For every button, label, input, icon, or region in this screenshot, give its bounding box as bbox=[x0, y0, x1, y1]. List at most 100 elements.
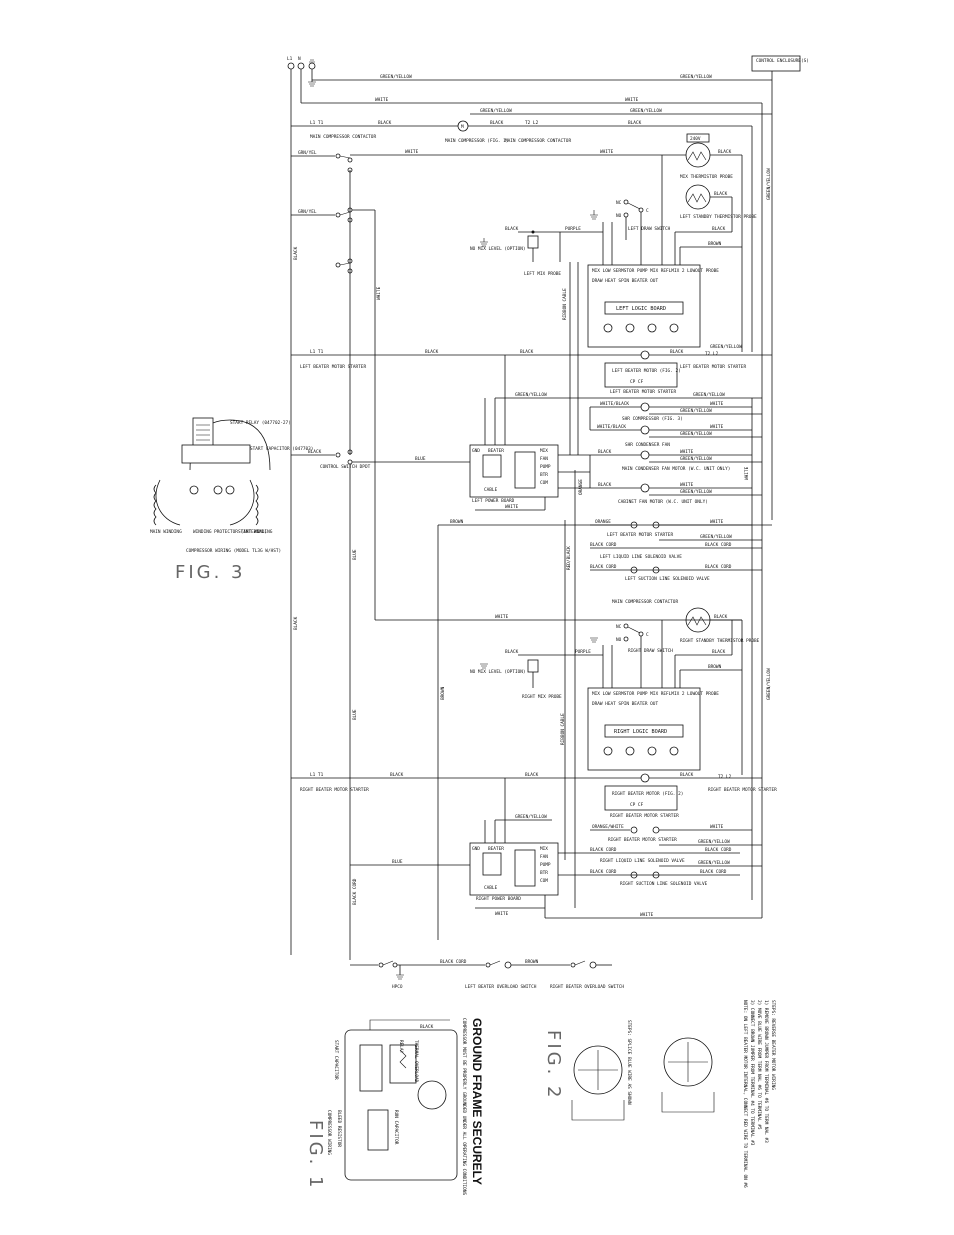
wire-label: BLUE bbox=[392, 859, 403, 865]
wire-label: BLUE bbox=[352, 709, 358, 720]
left-standby-thermistor-label: LEFT STANDBY THERMISTOR PROBE bbox=[680, 214, 757, 220]
wire-label: BLACK bbox=[378, 120, 392, 126]
wire-label: T2 L2 bbox=[718, 774, 732, 780]
wire-label: BLUE bbox=[352, 549, 358, 560]
wire-label: GREEN/YELLOW bbox=[698, 860, 730, 866]
left-standby-thermistor-icon bbox=[685, 184, 711, 210]
board-row-label: DRAW HEAT SPIN BEATER OUT bbox=[592, 278, 658, 284]
wire-label: WHITE bbox=[600, 149, 614, 155]
steps-fig2-label: STEPS: SPLICE BLUE WIRE AS SHOWN bbox=[626, 1020, 632, 1105]
wire-label: BLACK bbox=[670, 349, 684, 355]
control-enclosure bbox=[751, 55, 801, 72]
cp-cf-label: CP CF bbox=[630, 379, 644, 385]
wire-label: ORANGE bbox=[578, 479, 584, 495]
wire-label: BLACK CORD bbox=[590, 847, 617, 853]
wire-label: GREEN/YELLOW bbox=[680, 489, 712, 495]
compressor-wiring-fig1-label: COMPRESSOR WIRING bbox=[326, 1110, 332, 1155]
start-capacitor-fig1-label: START CAPACITOR bbox=[333, 1040, 339, 1080]
right-logic-board: MIX LOW SERMSTOR PUMP MIX REFLMIX 2 LOWO… bbox=[587, 687, 719, 771]
wire-label: GREEN/YELLOW bbox=[515, 392, 547, 398]
wire-label: BLACK bbox=[628, 120, 642, 126]
wire-label: GREEN/YELLOW bbox=[680, 408, 712, 414]
right-draw-switch: NC NO C RIGHT DRAW SWITCH BLACK PURPLE R… bbox=[470, 623, 673, 745]
control-switch-label: CONTROL SWITCH DPDT bbox=[320, 464, 371, 470]
wire-label: WHITE bbox=[710, 424, 724, 430]
hpco-label: HPCO bbox=[392, 984, 403, 990]
no-label: NO bbox=[616, 637, 622, 643]
left-logic-board: MIX LOW SERMSTOR PUMP MIX REFLMIX 2 LOWO… bbox=[587, 264, 719, 348]
beater-label: BEATER bbox=[488, 448, 504, 454]
right-beater-motor-starter-label-2: RIGHT BEATER MOTOR STARTER bbox=[708, 787, 777, 793]
cable-label-r: CABLE bbox=[484, 885, 498, 891]
wire-label: BLACK bbox=[718, 149, 732, 155]
wire-label: WHITE bbox=[710, 824, 724, 830]
right-power-board: GND BEATER MIX FAN PUMP BTR COM CABLE RI… bbox=[350, 842, 762, 919]
wire-label: BLACK CORD bbox=[352, 878, 358, 905]
steps-3: 3) CONNECT BROWN JUMPER FROM TERMINAL #4… bbox=[749, 1000, 755, 1146]
left-beater-motor-starter-label: LEFT BEATER MOTOR STARTER bbox=[300, 364, 366, 370]
c-label: C bbox=[646, 208, 649, 214]
wire-label: BLUE bbox=[415, 456, 426, 462]
wire-label: ORANGE bbox=[595, 519, 611, 525]
wire-label: GREEN/YELLOW bbox=[698, 839, 730, 845]
wire-label: BLACK bbox=[712, 649, 726, 655]
run-capacitor-label: RUN CAPACITOR bbox=[393, 1110, 399, 1145]
wire-label: GREEN/YELLOW bbox=[700, 534, 732, 540]
wire-label: BLACK bbox=[525, 772, 539, 778]
wire-label: GREEN/YELLOW bbox=[680, 74, 712, 80]
start-capacitor-label: START CAPACITOR (047703) bbox=[250, 446, 313, 452]
no-mix-level-label-2: NO MIX LEVEL (OPTION) bbox=[470, 669, 526, 675]
ground-warning: GROUND FRAME SECURELY COMPRESSOR MUST BE… bbox=[461, 1018, 484, 1195]
right-draw-switch-label: RIGHT DRAW SWITCH bbox=[628, 648, 673, 654]
wire-label: BLACK bbox=[308, 449, 322, 455]
left-beater-motor-label: LEFT BEATER MOTOR (FIG. 2) bbox=[612, 368, 681, 374]
right-thermistors: BLACK RIGHT STANDBY THERMISTOR PROBE BLA… bbox=[661, 607, 760, 775]
board-terminals-label-r: MIX LOW SERMSTOR PUMP MIX REFLMIX 2 LOWO… bbox=[592, 691, 719, 697]
term-fan-r: FAN bbox=[540, 854, 548, 860]
wire-label: BLACK CORD bbox=[590, 869, 617, 875]
wire-label: BLACK bbox=[712, 226, 726, 232]
fig1-label: FIG. 1 bbox=[305, 1120, 326, 1191]
relay-label: RELAY bbox=[398, 1040, 404, 1054]
ground-frame-label: GROUND FRAME SECURELY bbox=[470, 1018, 484, 1185]
left-power-board-label: LEFT POWER BOARD bbox=[472, 498, 515, 504]
wire-label: BLACK bbox=[420, 1024, 434, 1030]
wire-label: WHITE bbox=[710, 401, 724, 407]
right-mix-probe-icon bbox=[527, 659, 539, 673]
wire-label: WHITE bbox=[640, 912, 654, 918]
left-thermistors: 240V BLACK MIX THERMISTOR PROBE BLACK LE… bbox=[661, 133, 757, 352]
nc-label: NC bbox=[616, 200, 622, 206]
no-mix-level-label: NO MIX LEVEL (OPTION) bbox=[470, 246, 526, 252]
term-btr-r: BTR bbox=[540, 870, 548, 876]
wire-label: WHITE bbox=[625, 97, 639, 103]
wire-label: BLACK CORD bbox=[705, 847, 732, 853]
right-standby-thermistor-label: RIGHT STANDBY THERMISTOR PROBE bbox=[680, 638, 760, 644]
fig1-compressor: FIG. 1 START CAPACITOR COMPRESSOR WIRING… bbox=[305, 1019, 458, 1191]
top-buses: GREEN/YELLOW GREEN/YELLOW WHITE WHITE GR… bbox=[291, 71, 773, 918]
cabinet-fan-motor-label: CABINET FAN MOTOR (W.C. UNIT ONLY) bbox=[618, 499, 708, 505]
wire-label: WHITE bbox=[495, 614, 509, 620]
shr-section: WHITE/BLACK WHITE GREEN/YELLOW SHR COMPR… bbox=[589, 398, 762, 900]
wire-label: BLACK CORD bbox=[590, 542, 617, 548]
term-btr: BTR bbox=[540, 472, 548, 478]
left-beater-motor-box bbox=[604, 362, 678, 388]
bleed-resistor-label: BLEED RESISTOR bbox=[336, 1110, 342, 1147]
wire-label: WHITE bbox=[680, 482, 694, 488]
wire-label: GREEN/YELLOW bbox=[380, 74, 412, 80]
steps-1: 1) REMOVE BROWN JUMPER FROM TERMINAL #6 … bbox=[763, 1000, 769, 1143]
wire-label: GREEN/YELLOW bbox=[630, 108, 662, 114]
wire-label: T2 L2 bbox=[705, 351, 719, 357]
wire-label: BLACK bbox=[505, 649, 519, 655]
wire-label: GREEN/YELLOW bbox=[693, 392, 725, 398]
right-suction-label: RIGHT SUCTION LINE SOLENOID VALVE bbox=[620, 881, 708, 887]
fig2-beater-motor: FIG. 2 STEPS: SPLICE BLUE WIRE AS SHOWN bbox=[543, 1020, 715, 1121]
control-switch-contacts: GRN/YEL WHITE WHITE GRN/YEL WHITE BLACK … bbox=[291, 149, 662, 960]
wire-label: RED/BLACK bbox=[566, 546, 572, 570]
wire-label: WHITE bbox=[744, 466, 750, 480]
mix-thermistor-icon bbox=[685, 142, 711, 168]
right-mix-probe-label: RIGHT MIX PROBE bbox=[522, 694, 562, 700]
wire-label: GREEN/YELLOW bbox=[710, 344, 742, 350]
reverse-beater-steps: STEPS: REVERSE BEATER MOTOR WIRING 1) RE… bbox=[742, 1000, 776, 1188]
left-liquid-line-label: LEFT LIQUID LINE SOLENOID VALVE bbox=[600, 554, 682, 560]
